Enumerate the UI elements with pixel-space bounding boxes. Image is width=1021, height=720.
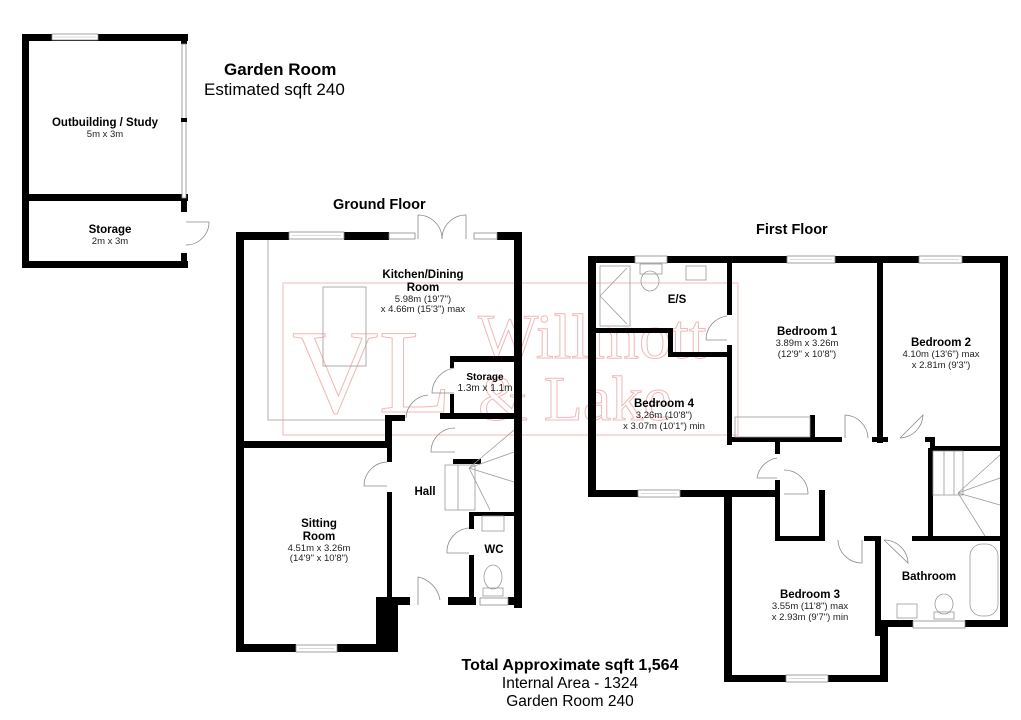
room-label-garden-storage: Storage 2m x 3m	[30, 224, 190, 248]
room-label-bedroom-3: Bedroom 3 3.55m (11'8") max x 2.93m (9'7…	[750, 589, 870, 623]
room-dims-line1: 4.51m x 3.26m	[287, 542, 351, 554]
room-dims-line1: 3.26m (10'8")	[635, 409, 693, 421]
room-name: Bathroom	[901, 571, 957, 583]
ground-floor-title: Ground Floor	[333, 197, 426, 213]
room-name-line1: Sitting	[301, 518, 337, 530]
room-dims-line2: x 2.93m (9'7") min	[771, 611, 849, 623]
room-label-kitchen-dining: Kitchen/Dining Room 5.98m (19'7") x 4.66…	[368, 269, 478, 316]
area-totals: Total Approximate sqft 1,564 Internal Ar…	[420, 657, 720, 710]
room-dims-line1: 3.89m x 3.26m	[775, 337, 839, 349]
room-dims: 2m x 3m	[91, 235, 129, 247]
room-dims-line2: x 4.66m (15'3") max	[380, 304, 466, 316]
internal-area: Internal Area - 1324	[501, 675, 639, 693]
room-name: Storage	[466, 372, 504, 383]
room-dims: 1.3m x 1.1m	[457, 383, 513, 395]
garden-room-area: Garden Room 240	[506, 692, 634, 710]
room-name: Bedroom 3	[779, 589, 841, 601]
first-floor-title: First Floor	[756, 222, 828, 238]
room-label-en-suite: E/S	[655, 294, 699, 307]
room-dims: 5m x 3m	[86, 128, 124, 140]
room-label-sitting-room: Sitting Room 4.51m x 3.26m (14'9" x 10'8…	[264, 518, 374, 565]
room-name: WC	[484, 544, 504, 556]
room-label-ground-storage: Storage 1.3m x 1.1m	[454, 372, 516, 394]
room-label-bedroom-4: Bedroom 4 3.26m (10'8") x 3.07m (10'1") …	[604, 398, 724, 432]
garden-room-estimate: Estimated sqft 240	[204, 80, 345, 99]
total-sqft: Total Approximate sqft 1,564	[461, 657, 679, 674]
watermark-monogram: VL	[292, 305, 452, 438]
room-label-hall: Hall	[410, 486, 440, 499]
room-name-line1: Kitchen/Dining	[382, 269, 464, 281]
watermark-line2: & Lake	[478, 363, 672, 434]
room-label-bedroom-2: Bedroom 2 4.10m (13'6") max x 2.81m (9'3…	[882, 337, 1000, 371]
room-dims-line2: x 3.07m (10'1") min	[623, 420, 705, 432]
room-name: E/S	[667, 294, 687, 306]
room-name: Bedroom 2	[910, 337, 972, 349]
room-name: Outbuilding / Study	[51, 117, 159, 129]
room-label-outbuilding-study: Outbuilding / Study 5m x 3m	[30, 117, 180, 141]
room-label-wc: WC	[480, 544, 508, 557]
first-floor-plan	[588, 255, 1008, 683]
room-name: Storage	[88, 224, 132, 236]
garden-room-plan	[22, 33, 210, 268]
room-name: Hall	[414, 486, 436, 498]
room-name-line2: Room	[406, 281, 440, 294]
ground-floor-plan	[236, 214, 522, 653]
room-dims-line1: 3.55m (11'8") max	[771, 600, 849, 612]
room-dims-line2: x 2.81m (9'3")	[911, 359, 971, 371]
room-dims-line2: (14'9" x 10'8")	[289, 553, 349, 565]
room-name: Bedroom 1	[776, 326, 838, 338]
room-name: Bedroom 4	[633, 398, 695, 410]
garden-room-title: Garden Room	[224, 60, 337, 79]
room-name-line2: Room	[302, 530, 336, 543]
room-label-bathroom: Bathroom	[896, 571, 962, 584]
room-dims-line1: 5.98m (19'7")	[394, 293, 452, 305]
room-dims-line2: (12'9" x 10'8")	[777, 348, 837, 360]
room-label-bedroom-1: Bedroom 1 3.89m x 3.26m (12'9" x 10'8")	[752, 326, 862, 360]
room-dims-line1: 4.10m (13'6") max	[902, 348, 980, 360]
